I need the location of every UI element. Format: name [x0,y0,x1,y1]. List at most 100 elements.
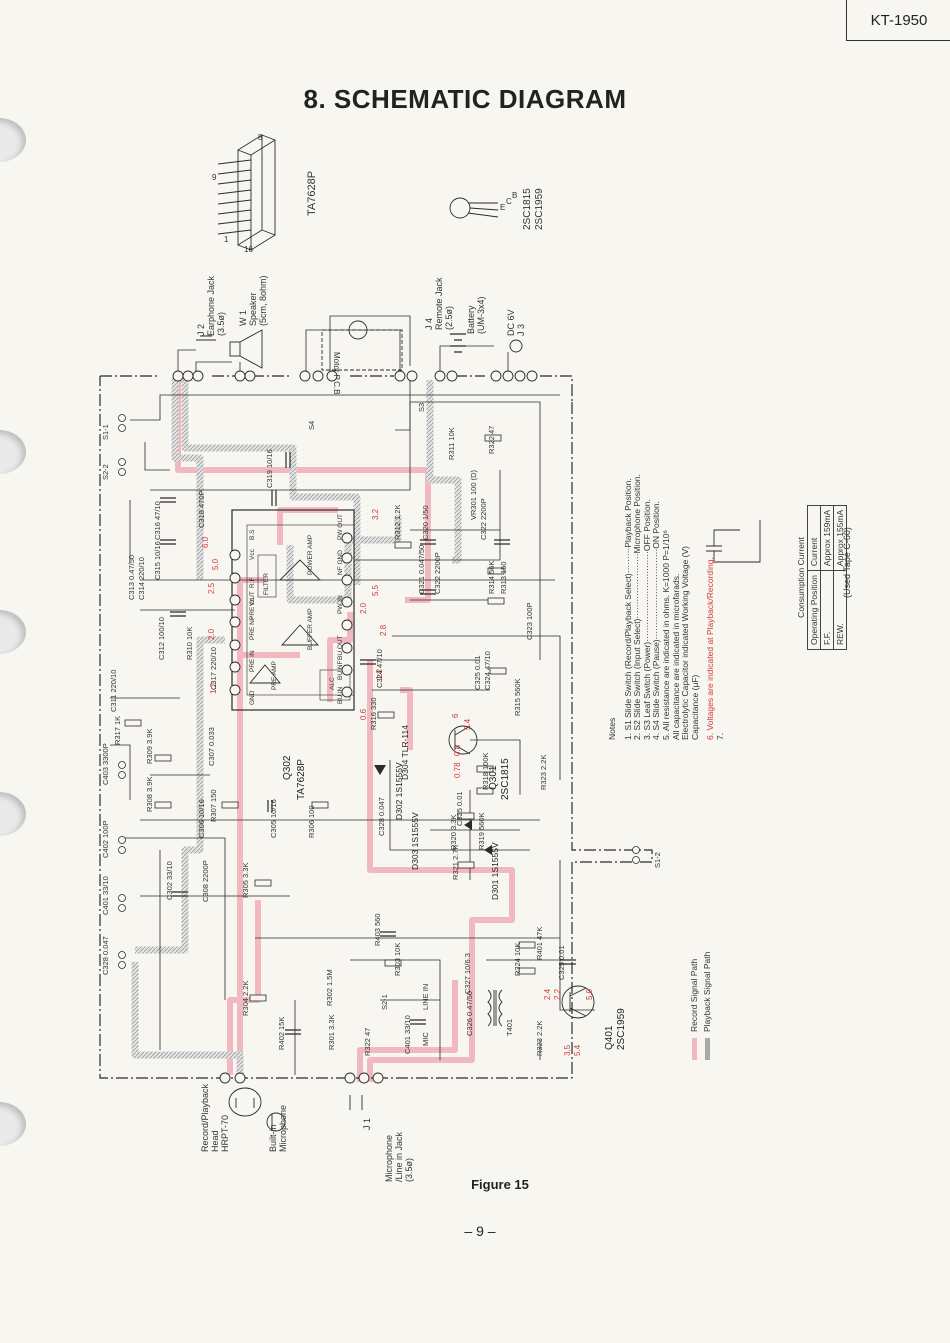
label-r403: R401 47K [535,927,544,960]
label-s2-2: S2-2 [101,464,110,480]
label-c312: C314 220/10 [137,557,146,600]
used-tape-note: (Used Tape C-60) [842,527,852,598]
label-r306: R306 100 [307,805,316,838]
label-c403: C327 10/6.3 [463,953,472,994]
label-r319: R319 560K [477,812,486,850]
label-c328: C401 33/10 [403,1015,412,1054]
voltage-reading: 2.0 [207,628,216,640]
label-r310: R310 10K [185,627,194,660]
label-c322: C323 100P [525,602,534,640]
consumption-caption: Consumption Current [796,537,806,618]
label-d302: D302 1S1555V [394,762,404,820]
label-c320: C322 2200P [433,552,442,594]
consumption-grid: Operating Position Current F.F. Approx 1… [807,505,847,650]
label-c401: C325 0.01 [557,945,566,980]
speaker [196,329,263,369]
voltage-reading: 3.2 [371,508,380,520]
ic-q302 [231,509,355,711]
label-c305: C305 10/16 [269,799,278,838]
label-c314: C316 47/10 [153,501,162,540]
label-r318: R318 100K [481,752,490,790]
label-r305: R305 3.3K [241,863,250,898]
voltage-reading: 6 [451,713,460,718]
record-signal-path [175,375,515,1082]
label-pin-vcc: Vcc [249,548,256,560]
page-number: – 9 – [464,1223,496,1239]
label-r309: R309 3.9K [145,729,154,764]
column-header: Current [807,505,821,571]
label-c306: C306 10/16 [197,799,206,838]
label-c319: C321 0.047/50 [417,545,426,594]
label-r304: R304 2.2K [241,981,250,1016]
playback-swatch [705,1038,711,1060]
mic-line-jack-label: Microphone/Line in Jack(3.5ø) [384,1131,414,1182]
page-title: 8. SCHEMATIC DIAGRAM [303,84,627,114]
label-s1-3: C402 100P [101,820,110,858]
notes-block: Notes 1. S1 Slide Switch (Record/Playbac… [607,410,726,740]
label-filter: FILTER [263,573,270,595]
label-power-amp: POWER AMP [307,535,314,575]
label-c402: C326 0.47/50 [465,991,474,1036]
label-pin-nf-gnd: NF GND [337,550,344,575]
label-c307: C307 0.033 [207,727,216,766]
label-pin-bs: B.S [249,529,256,540]
label-pin-bu-in: BU IN [337,686,344,704]
label-c315: C317 220/10 [209,647,218,690]
label-vr301: VR301 100 (D) [469,469,478,520]
signal-path-legend: Record Signal Path Playback Signal Path [688,952,714,1060]
label-c316: C318 470P [197,490,206,528]
tr-pin-c: C [506,197,512,206]
label-ta7628p: TA7628P [296,759,307,800]
battery-label: Battery(UM-3x4) [466,296,486,335]
label-c304: C302 33/10 [165,861,174,900]
label-s3: S3 [417,403,426,412]
label-s1-5: S1-1 [101,424,110,440]
label-d304: D304 TLR-114 [400,725,410,780]
label-r312: R312 1.2K [393,505,402,540]
battery [450,333,523,353]
label-pin-bu-out: BU OUT [337,635,344,660]
voltage-reading: 5.0 [585,988,594,1000]
voltage-reading: 5.5 [371,584,380,596]
label-pre-amp: PRE AMP [271,661,278,690]
label-r313: R313 150 [499,561,508,594]
record-swatch [692,1038,698,1060]
voltage-reading: 2.0 [359,602,368,614]
label-line-in: LINE IN [421,984,430,1010]
voltage-reading: 1.2 [209,682,218,694]
label-2sc1959: 2SC1959 [616,1008,627,1050]
label-r316: R316 330 [369,697,378,730]
transistors [448,725,595,1027]
label-c310: C312 100/10 [157,617,166,660]
note-item: 6. Voltages are indicated at Playback/Re… [705,557,716,740]
switch-contacts [118,414,640,969]
ic-package-drawing [217,134,276,251]
voltage-reading: 0.6 [359,708,368,720]
ic-pin-9: 9 [212,173,217,182]
label-d301: D301 1S1555V [490,842,500,900]
label-s1-1: C328 0.047 [101,936,110,975]
capacitors [160,452,576,1035]
column-header: Operating Position [807,570,821,650]
diodes [374,765,492,855]
label-r308: R308 3.9K [145,777,154,812]
label-c327: C328 0.047 [377,797,386,836]
voltage-reading: 5.0 [211,558,220,570]
voltage-reading: 0.8 [453,744,462,756]
ic-pin-1: 1 [224,235,229,244]
label-r322: R322 47 [487,426,496,454]
voltage-reading: 3.5 [563,1044,572,1056]
label-c301: R402 15K [277,1017,286,1050]
ic-pin-8: 8 [258,133,263,142]
ic-pin-16: 16 [244,245,253,254]
voltage-reading: 5.4 [463,718,472,730]
label-pin-pre-in: PRE IN [249,650,256,672]
voltage-reading: 2.8 [379,624,388,636]
